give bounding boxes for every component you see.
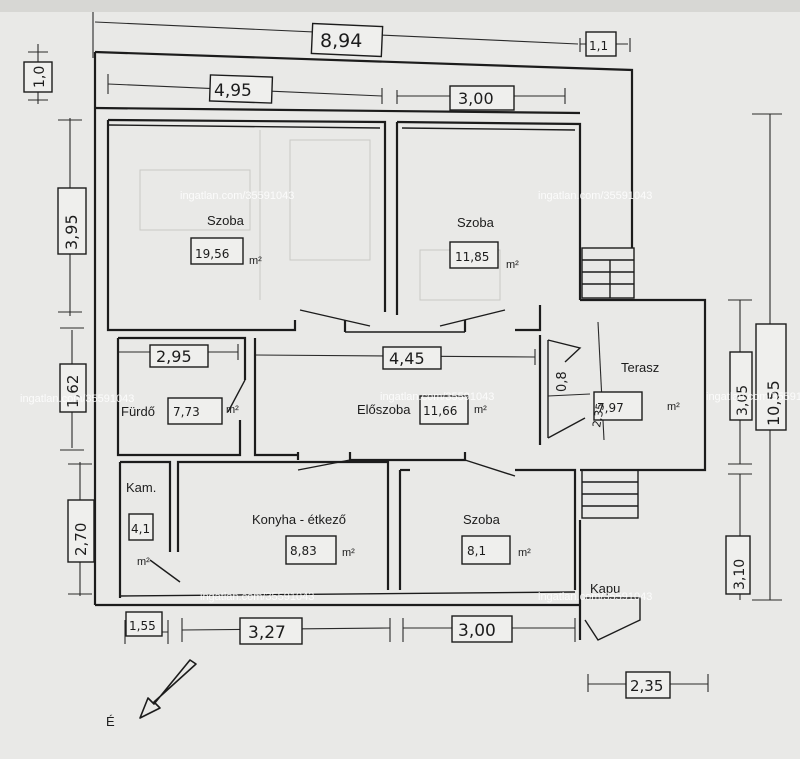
area-box-szoba2 [449, 241, 499, 269]
area-box-szoba1 [190, 237, 244, 265]
area-value-eloszoba: 11,66 [423, 404, 457, 418]
dimension-labels: 8,94 1,1 4,95 3,00 1,0 3,95 1,62 2,70 2,… [32, 30, 783, 695]
room-label-eloszoba: Előszoba [357, 402, 411, 417]
watermark-text: ingatlan.com/35591043 [380, 391, 494, 403]
dim-kitchen-depth: 2,70 [72, 523, 90, 556]
area-value-terasz: 7,97 [597, 401, 624, 415]
north-arrow: É [106, 659, 197, 729]
dim-room3-width: 3,00 [458, 621, 496, 641]
room-label-szoba1: Szoba [207, 213, 245, 228]
area-unit-szoba2: m² [506, 259, 519, 271]
watermark-text: ingatlan.com/35591043 [20, 393, 134, 405]
area-value-konyha: 8,83 [290, 544, 317, 558]
area-value-szoba2: 11,85 [455, 250, 489, 264]
room-label-furdo: Fürdő [121, 404, 155, 419]
room-label-szoba2: Szoba [457, 215, 495, 230]
area-box-konyha [285, 535, 337, 565]
dim-gate-width: 2,35 [630, 677, 663, 695]
watermark-text: ingatlan.com/35591043 [200, 591, 314, 603]
north-arrow-icon [139, 659, 197, 719]
area-unit-szoba3: m² [518, 547, 531, 559]
area-value-szoba3: 8,1 [467, 544, 486, 558]
watermark-text: ingatlan.com/35591043 [538, 591, 652, 603]
walls [93, 50, 707, 641]
watermark-text: ingatlan.com/35591043 [538, 190, 652, 202]
dim-terrace-depth: 3,05 [735, 385, 751, 416]
show-through-lines [139, 130, 501, 301]
watermarks: ingatlan.com/35591043 ingatlan.com/35591… [20, 190, 800, 603]
dim-terrace-inner: 2,35 [590, 402, 607, 428]
dim-pantry-width: 1,55 [129, 619, 156, 633]
paper-top-edge [0, 0, 800, 12]
area-unit-terasz: m² [667, 401, 680, 413]
dim-total-width: 8,94 [320, 30, 362, 52]
dim-room2-width: 3,00 [458, 89, 494, 108]
area-unit-eloszoba: m² [474, 404, 487, 416]
area-unit-furdo: m² [226, 404, 239, 416]
dim-kitchen-width: 3,27 [248, 623, 286, 643]
room-label-kamra: Kam. [126, 480, 156, 495]
dim-hall-depth: 1,62 [64, 375, 82, 408]
room-labels: Szoba 19,56 m² Szoba 11,85 m² Terasz 7,9… [121, 213, 680, 596]
room-label-szoba3: Szoba [463, 512, 501, 527]
dim-top-offset: 1,0 [32, 66, 48, 88]
area-unit-kamra: m² [137, 556, 150, 568]
area-value-furdo: 7,73 [173, 405, 200, 419]
area-value-szoba1: 19,56 [195, 247, 229, 261]
area-box-eloszoba [419, 395, 469, 425]
area-box-szoba3 [461, 535, 511, 565]
area-unit-konyha: m² [342, 547, 355, 559]
area-box-furdo [167, 397, 223, 425]
watermark-text: ingatlan.com/35591043 [706, 391, 800, 403]
watermark-text: ingatlan.com/35591043 [180, 190, 294, 202]
room-label-kapu: Kapu [590, 581, 620, 596]
dim-hall-small: 0,8 [555, 371, 570, 392]
area-box-terasz [593, 391, 643, 421]
area-boxes [128, 237, 643, 565]
dim-room1-width: 4,95 [214, 81, 252, 101]
dim-room1-depth: 3,95 [62, 214, 81, 250]
area-value-kamra: 4,1 [131, 522, 150, 536]
room-label-konyha: Konyha - étkező [252, 512, 346, 527]
area-unit-szoba1: m² [249, 255, 262, 267]
area-box-kamra [128, 513, 154, 541]
dim-gate-depth: 3,10 [732, 559, 748, 590]
room-label-terasz: Terasz [621, 360, 659, 375]
dim-hall-width: 4,45 [389, 349, 425, 368]
compass-label: É [106, 714, 115, 729]
dim-right-total: 10,55 [764, 380, 783, 426]
dim-bath-width: 2,95 [156, 347, 192, 366]
dimension-boxes [23, 22, 787, 699]
dim-side-width: 1,1 [589, 39, 608, 53]
